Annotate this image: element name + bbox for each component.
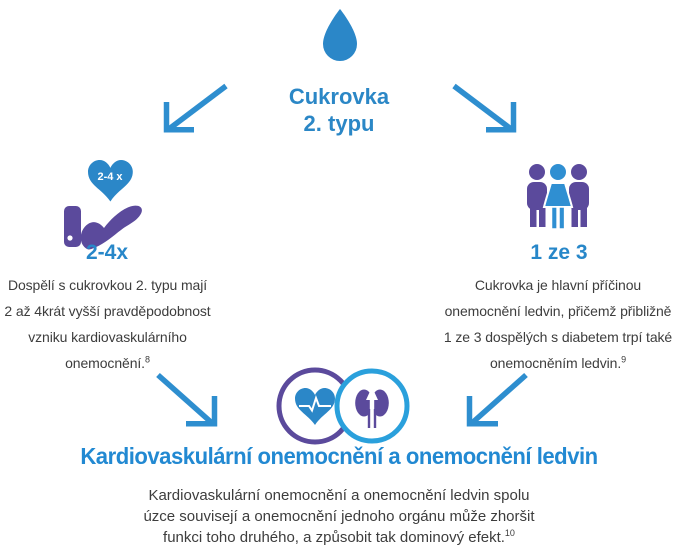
diabetes-title: Cukrovka 2. typu [239, 83, 439, 137]
right-text-line: onemocněním ledvin.9 [489, 354, 627, 371]
outcome-text: Kardiovaskulární onemocnění a onemocnění… [0, 485, 678, 548]
heart-ecg-icon [295, 388, 335, 425]
outcome-text-line: funkci toho druhého, a způsobit tak domi… [163, 528, 515, 547]
right-text-line: Cukrovka je hlavní příčinou [474, 277, 642, 293]
left-text-line: 2 až 4krát vyšší pravděpodobnost [4, 303, 211, 319]
side-person-left [527, 164, 547, 227]
arrow-down-left-icon [466, 372, 528, 427]
arrow-down-right-icon [452, 83, 517, 133]
heart-shape [88, 160, 133, 202]
outcome-heading: Kardiovaskulární onemocnění a onemocnění… [80, 443, 598, 469]
outcome-text-line: úzce souvisejí a onemocnění jednoho orgá… [143, 508, 535, 525]
diabetes-title-line2: 2. typu [303, 111, 375, 136]
left-text: Dospělí s cukrovkou 2. typu mají 2 až 4k… [0, 272, 220, 376]
left-text-line: vzniku kardiovaskulárního [28, 329, 187, 345]
right-text-line: 1 ze 3 dospělých s diabetem trpí také [443, 329, 673, 345]
left-text-line: onemocnění.8 [65, 354, 150, 371]
heart-in-hand-icon: 2-4 x [64, 160, 142, 250]
right-text: Cukrovka je hlavní příčinou onemocnění l… [437, 272, 678, 376]
diabetes-title-line1: Cukrovka [288, 84, 390, 109]
people-group-icon [527, 163, 589, 230]
right-heading: 1 ze 3 [530, 241, 588, 264]
left-heading: 2-4x [85, 241, 129, 264]
outcome-text-line: Kardiovaskulární onemocnění a onemocnění… [148, 487, 530, 504]
kidneys-icon [355, 387, 389, 428]
ecg-line [299, 394, 331, 413]
water-drop-icon [323, 9, 357, 61]
hand-shape [64, 205, 142, 250]
reference-10: 10 [504, 528, 515, 538]
reference-9: 9 [621, 354, 627, 365]
center-person [542, 163, 574, 230]
heart-kidneys-venn-icon [276, 367, 410, 445]
left-text-line: Dospělí s cukrovkou 2. typu mají [7, 277, 208, 293]
side-person-right [569, 164, 589, 227]
multiplier-badge: 2-4 x [97, 171, 123, 183]
reference-8: 8 [144, 354, 150, 365]
arrow-down-right-icon [156, 372, 218, 427]
right-text-line: onemocnění ledvin, přičemž přibližně [444, 303, 672, 319]
arrow-down-left-icon [163, 83, 228, 133]
